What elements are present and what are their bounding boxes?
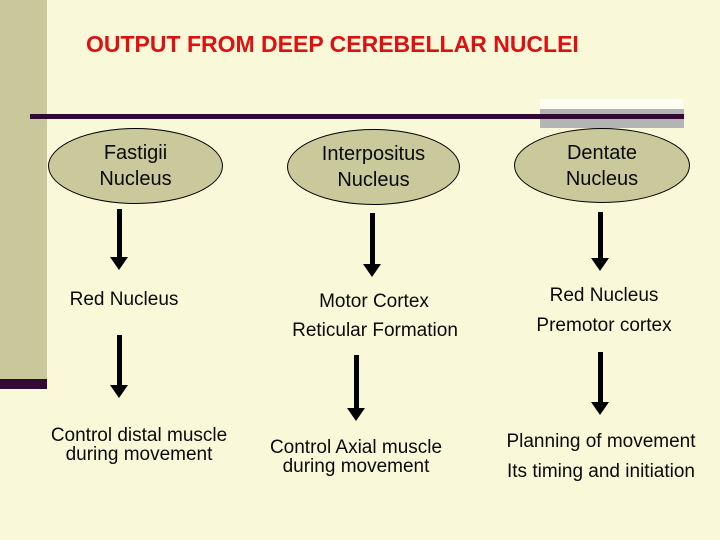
ellipse-label-line: Fastigii: [103, 142, 168, 164]
arrow-motor-cortex-to-outcome-icon: [347, 355, 365, 421]
arrow-red-nucleus-to-outcome-icon: [110, 335, 128, 398]
arrow-shaft: [353, 355, 359, 408]
ellipse-label-line: Nucleus: [337, 169, 410, 191]
arrow-head: [591, 402, 609, 415]
left-accent-band-footer: [0, 379, 47, 389]
title-divider-rule: [30, 114, 684, 119]
fastigii-target-label: Red Nucleus: [69, 289, 179, 310]
outcome-line: Control distal muscle: [50, 425, 228, 446]
ellipse-label-line: Dentate: [566, 141, 638, 164]
dentate-target-label: Red Nucleus: [549, 285, 659, 306]
arrow-head: [110, 257, 128, 270]
arrow-premotor-to-outcome-icon: [591, 352, 609, 415]
interpositus-target-label: Reticular Formation: [292, 320, 458, 341]
page-title: OUTPUT FROM DEEP CEREBELLAR NUCLEI: [86, 31, 579, 57]
ellipse-label-line: Nucleus: [99, 168, 172, 190]
outcome-line: during movement: [65, 444, 213, 465]
arrow-head: [347, 408, 365, 421]
arrow-fastigii-to-red-nucleus-icon: [110, 209, 128, 270]
arrow-shaft: [369, 213, 375, 264]
fastigii-nucleus-ellipse: Fastigii Nucleus: [48, 128, 223, 204]
fastigii-outcome-label: Control distal muscle during movement: [32, 426, 246, 464]
dentate-target-label: Premotor cortex: [536, 315, 672, 336]
interpositus-outcome-label: Control Axial muscle during movement: [249, 438, 463, 476]
arrow-shaft: [116, 209, 122, 257]
arrow-head: [591, 258, 609, 271]
left-accent-band: [0, 0, 47, 379]
arrow-dentate-to-targets-icon: [591, 212, 609, 271]
ellipse-label-line: Nucleus: [565, 167, 639, 190]
interpositus-target-label: Motor Cortex: [319, 291, 429, 312]
outcome-line: Control Axial muscle: [269, 437, 443, 458]
decor-highlight-strip: [540, 99, 683, 110]
dentate-outcome-label: Planning of movement: [506, 431, 696, 452]
arrow-interpositus-to-targets-icon: [363, 213, 381, 277]
arrow-shaft: [597, 212, 603, 258]
arrow-shaft: [597, 352, 603, 402]
arrow-head: [363, 264, 381, 277]
arrow-head: [110, 385, 128, 398]
dentate-nucleus-ellipse: Dentate Nucleus: [514, 128, 690, 203]
arrow-shaft: [116, 335, 122, 385]
interpositus-nucleus-ellipse: Interpositus Nucleus: [287, 129, 460, 205]
ellipse-label-line: Interpositus: [321, 143, 426, 165]
outcome-line: during movement: [282, 456, 430, 477]
dentate-outcome-label: Its timing and initiation: [507, 461, 695, 482]
